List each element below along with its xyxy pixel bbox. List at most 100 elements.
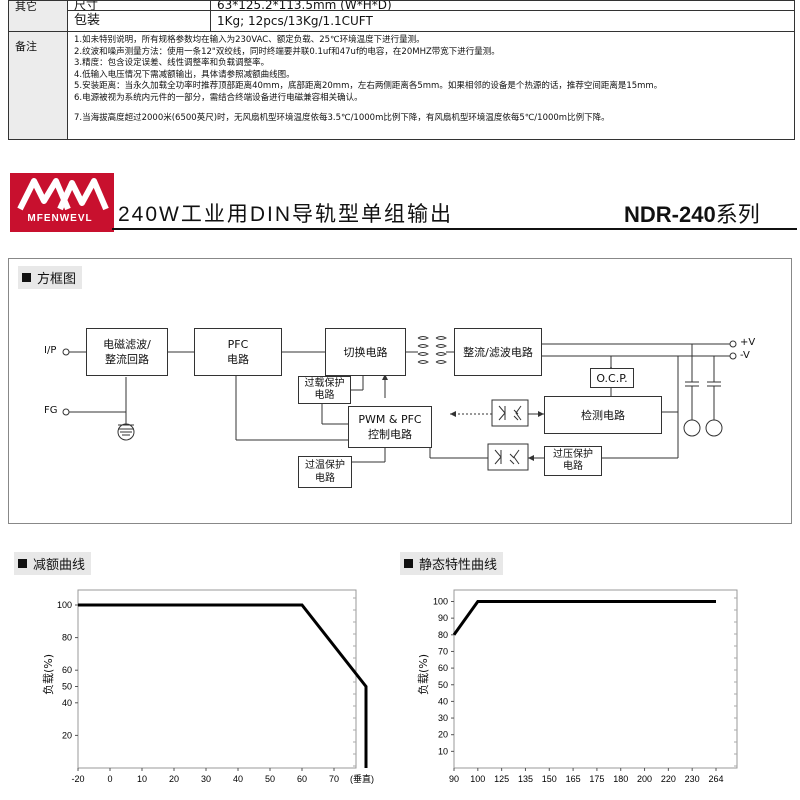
note-line: 7.当海拔高度超过2000米(6500英尺)时，无风扇机型环境温度依每3.5℃/… xyxy=(74,113,610,123)
block-label: PFC xyxy=(227,338,249,351)
y-tick-label: 80 xyxy=(62,633,72,643)
block-label: 切换电路 xyxy=(343,345,388,359)
logo-text: MFENWEVL xyxy=(27,213,93,224)
y-tick-label: 60 xyxy=(62,665,72,675)
mw-logo xyxy=(10,173,114,232)
block-label: 过载保护 xyxy=(304,378,345,389)
derating-plot-area xyxy=(77,589,357,769)
otp-block: 过温保护 电路 xyxy=(298,456,352,488)
y-tick-label: 50 xyxy=(438,680,448,690)
block-label: 过压保护 xyxy=(553,449,593,460)
x-unit-label: (垂直) xyxy=(350,773,374,784)
x-tick-label: 165 xyxy=(566,774,581,784)
block-label: 整流/滤波电路 xyxy=(463,345,533,359)
pwm-pfc-control-block: PWM & PFC 控制电路 xyxy=(348,406,432,448)
bullet-square-icon xyxy=(404,559,413,568)
series-suffix: 系列 xyxy=(715,202,760,227)
page-title: 240W工业用DIN导轨型单组输出 xyxy=(118,203,454,226)
y-tick-label: 100 xyxy=(433,597,448,607)
fg-label: FG xyxy=(44,405,58,416)
y-tick-label: 40 xyxy=(438,696,448,706)
y-tick-label: 60 xyxy=(438,663,448,673)
y-tick-label: 70 xyxy=(438,646,448,656)
y-tick-label: 100 xyxy=(57,600,72,610)
x-tick-label: 40 xyxy=(233,774,243,784)
x-tick-label: 220 xyxy=(661,774,676,784)
switching-block: 切换电路 xyxy=(325,328,406,376)
x-tick-label: 230 xyxy=(685,774,700,784)
x-tick-label: 100 xyxy=(470,774,485,784)
block-label: 检测电路 xyxy=(581,408,625,422)
y-tick-label: 50 xyxy=(62,682,72,692)
vminus-label: -V xyxy=(740,350,750,361)
block-label: 电路 xyxy=(315,473,335,484)
block-label: PWM & PFC xyxy=(358,413,422,426)
block-label: 过温保护 xyxy=(305,460,345,471)
series-model: NDR-240 xyxy=(624,202,716,227)
note-line: 3.精度：包含设定误差、线性调整率和负载调整率。 xyxy=(74,58,270,68)
ip-label: I/P xyxy=(44,345,57,356)
bullet-square-icon xyxy=(22,273,31,282)
x-tick-label: 50 xyxy=(265,774,275,784)
y-tick-label: 10 xyxy=(438,746,448,756)
static-title: 静态特性曲线 xyxy=(400,552,504,575)
block-label: 电磁滤波/ xyxy=(103,338,151,351)
block-diagram-title: 方框图 xyxy=(18,266,83,289)
x-tick-label: 90 xyxy=(449,774,459,784)
block-label: 电路 xyxy=(563,461,583,472)
static-ylabel: 负载(%) xyxy=(417,653,430,695)
x-tick-label: 264 xyxy=(708,774,723,784)
note-line: 4.低输入电压情况下需减额输出，具体请参照减额曲线图。 xyxy=(74,69,295,80)
x-tick-label: 200 xyxy=(637,774,652,784)
y-tick-label: 40 xyxy=(62,698,72,708)
detect-block: 检测电路 xyxy=(544,396,662,434)
block-label: 控制电路 xyxy=(368,428,412,441)
y-tick-label: 90 xyxy=(438,613,448,623)
note-line: 1.如未特别说明，所有规格参数均在输入为230VAC、额定负载、25℃环境温度下… xyxy=(74,35,425,45)
block-label: O.C.P. xyxy=(596,371,628,385)
block-label: 电路 xyxy=(314,390,335,401)
x-tick-label: 60 xyxy=(297,774,307,784)
x-tick-label: -20 xyxy=(71,774,84,784)
vplus-label: +V xyxy=(740,337,756,348)
block-label: 整流回路 xyxy=(105,353,149,366)
header-rule xyxy=(112,228,797,230)
x-tick-label: 10 xyxy=(137,774,147,784)
pfc-block: PFC 电路 xyxy=(194,328,282,376)
static-series-line xyxy=(452,600,716,636)
derating-series-line xyxy=(78,603,368,768)
block-label: 电路 xyxy=(227,353,249,366)
x-tick-label: 70 xyxy=(329,774,339,784)
static-plot-area xyxy=(453,589,738,769)
section-title-text: 静态特性曲线 xyxy=(419,558,498,573)
block-diagram-frame xyxy=(8,258,792,524)
spec-category: 其它 xyxy=(8,0,68,32)
spec-value-package: 1Kg; 12pcs/13Kg/1.1CUFT xyxy=(210,10,795,32)
x-tick-label: 30 xyxy=(201,774,211,784)
x-tick-label: 135 xyxy=(518,774,533,784)
y-tick-label: 30 xyxy=(438,713,448,723)
bullet-square-icon xyxy=(18,559,27,568)
series-name: NDR-240系列 xyxy=(624,197,760,229)
note-line: 2.纹波和噪声测量方法：使用一条12"双绞线，同时终端要并联0.1uf和47uf… xyxy=(74,46,500,57)
rectifier-block: 整流/滤波电路 xyxy=(454,328,542,376)
emi-filter-block: 电磁滤波/ 整流回路 xyxy=(86,328,168,376)
y-tick-label: 80 xyxy=(438,630,448,640)
spec-table: 其它 尺寸 63*125.2*113.5mm (W*H*D) 包装 1Kg; 1… xyxy=(8,0,795,140)
note-line: 5.安装距离：当永久加载全功率时推荐顶部距离40mm，底部距离20mm，左右两侧… xyxy=(74,81,663,91)
note-line: 6.电源被视为系统内元件的一部分，需结合终端设备进行电磁兼容相关确认。 xyxy=(74,92,363,103)
x-tick-label: 175 xyxy=(589,774,604,784)
x-tick-label: 0 xyxy=(107,774,112,784)
olp-block: 过载保护 电路 xyxy=(298,376,351,404)
section-title-text: 方框图 xyxy=(37,272,77,287)
derating-title: 减额曲线 xyxy=(14,552,92,575)
x-tick-label: 125 xyxy=(494,774,509,784)
ocp-block: O.C.P. xyxy=(590,368,634,388)
notes-cell: 1.如未特别说明，所有规格参数均在输入为230VAC、额定负载、25℃环境温度下… xyxy=(67,31,795,140)
x-tick-label: 150 xyxy=(542,774,557,784)
y-tick-label: 20 xyxy=(438,730,448,740)
mw-logo-icon xyxy=(17,178,109,211)
y-tick-label: 20 xyxy=(62,730,72,740)
